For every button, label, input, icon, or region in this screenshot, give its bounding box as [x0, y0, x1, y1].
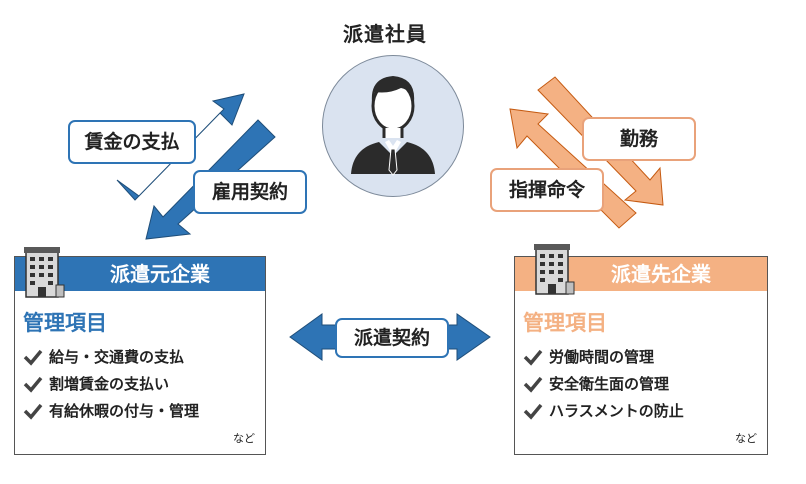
item-label: ハラスメントの防止	[549, 402, 684, 420]
etc-label: など	[233, 432, 255, 445]
check-icon	[523, 376, 543, 393]
worker-avatar	[322, 55, 464, 197]
command-label: 指揮命令	[490, 168, 604, 212]
work-label: 勤務	[582, 117, 696, 161]
check-icon	[23, 376, 43, 393]
worker-title: 派遣社員	[343, 22, 427, 46]
etc-label: など	[735, 432, 757, 445]
list-item: 有給休暇の付与・管理	[15, 397, 265, 424]
list-item: 労働時間の管理	[515, 343, 767, 370]
item-label: 安全衛生面の管理	[549, 375, 670, 393]
item-label: 労働時間の管理	[549, 348, 655, 366]
client-items-title: 管理項目	[523, 311, 607, 335]
list-item: 給与・交通費の支払	[15, 343, 265, 370]
check-icon	[523, 403, 543, 420]
item-label: 有給休暇の付与・管理	[49, 402, 200, 420]
list-item: 安全衛生面の管理	[515, 370, 767, 397]
item-label: 割増賃金の支払い	[49, 375, 170, 393]
dispatch-items-title: 管理項目	[23, 311, 107, 335]
wage-payment-arrow	[116, 93, 245, 201]
building-icon	[534, 244, 575, 295]
building-icon	[24, 247, 65, 298]
wage-payment-label: 賃金の支払	[68, 120, 196, 164]
check-icon	[523, 349, 543, 366]
check-icon	[23, 403, 43, 420]
employment-contract-label: 雇用契約	[193, 170, 307, 214]
list-item: 割増賃金の支払い	[15, 370, 265, 397]
person-icon	[351, 76, 435, 176]
item-label: 給与・交通費の支払	[49, 348, 185, 366]
list-item: ハラスメントの防止	[515, 397, 767, 424]
check-icon	[23, 349, 43, 366]
dispatch-contract-label: 派遣契約	[335, 318, 449, 358]
